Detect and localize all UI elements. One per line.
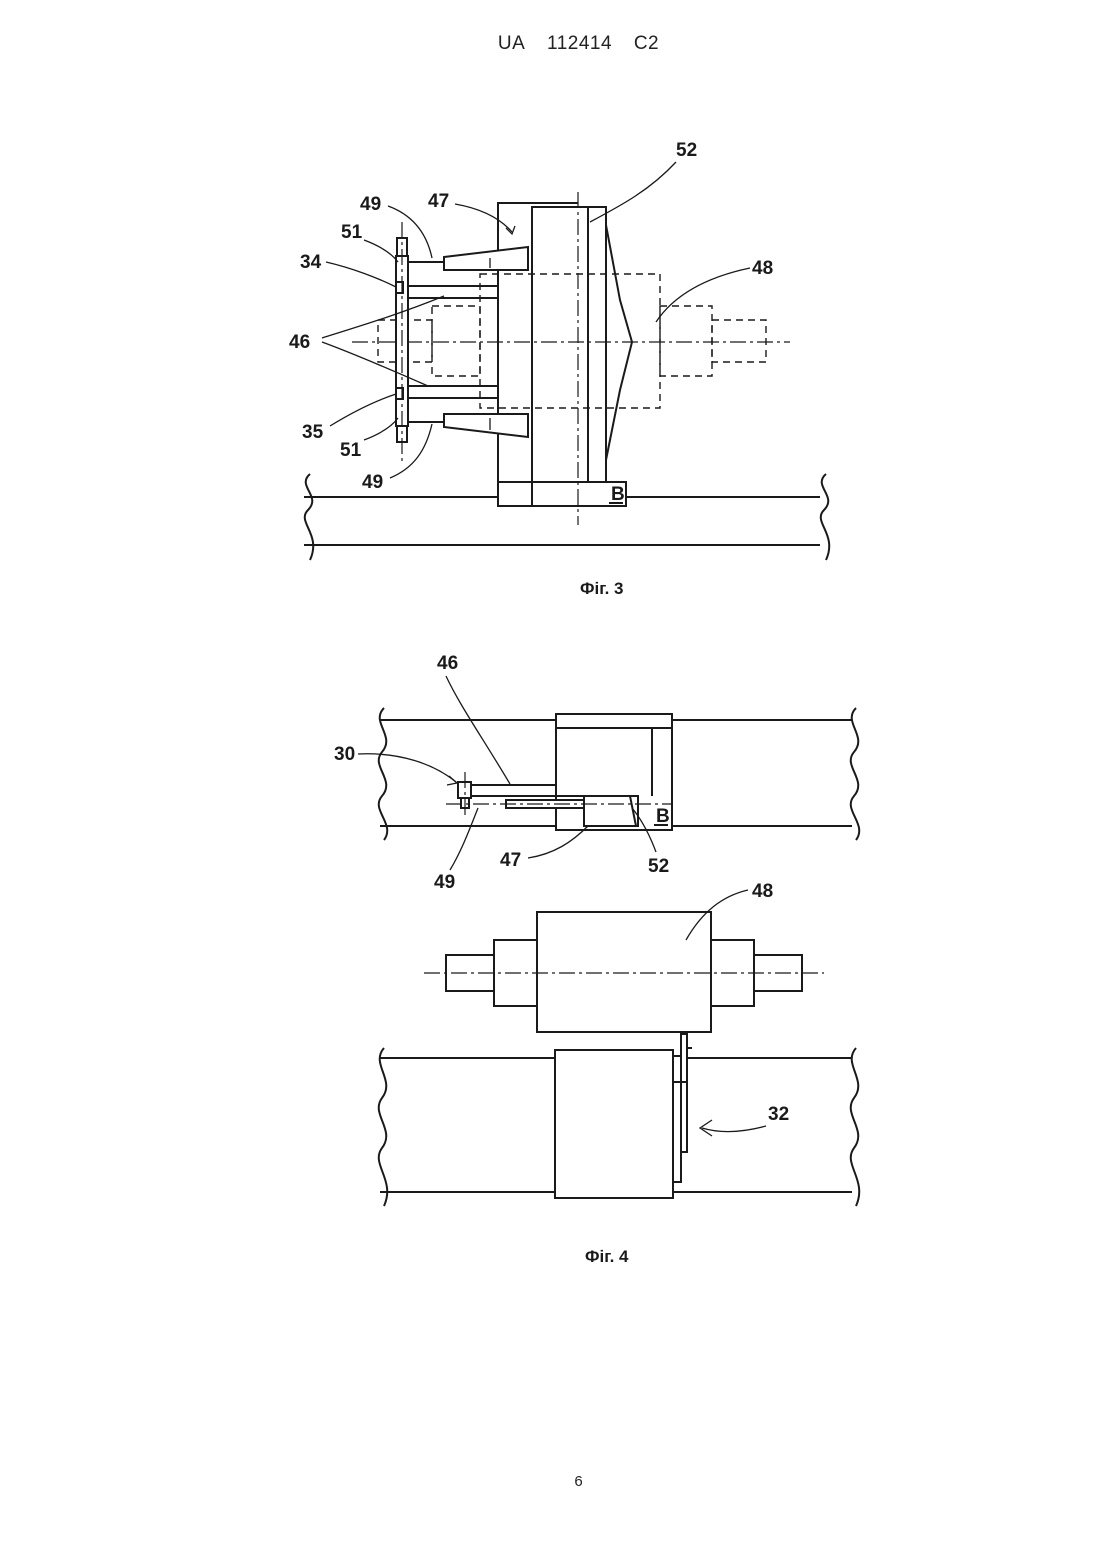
- fig3-leader-51-bottom: [364, 418, 398, 440]
- fig4-leader-46: [446, 676, 510, 784]
- fig4-label-52: 52: [648, 856, 669, 877]
- fig3-taper-arm-top: [444, 247, 528, 270]
- fig3-taper-arm-bottom: [444, 414, 528, 437]
- fig3-label-51-bottom: 51: [340, 440, 362, 461]
- fig3-label-52: 52: [676, 140, 697, 161]
- fig4-plate-32-b: [681, 1034, 687, 1152]
- fig4-rail-1-break-left: [379, 708, 388, 840]
- fig3-base: [498, 482, 626, 506]
- fig4-roll-48: [537, 912, 711, 1032]
- fig3-roll-48-shaft-right: [660, 306, 712, 376]
- fig3-leader-46-a: [322, 296, 444, 338]
- fig3-leader-48: [656, 268, 750, 322]
- fig4-leader-49: [450, 808, 478, 870]
- fig4-rail-1-break-right: [851, 708, 860, 840]
- fig4-label-32: 32: [768, 1104, 789, 1125]
- fig3-leader-35: [330, 394, 396, 426]
- fig4-leader-32: [702, 1126, 766, 1132]
- fig4-label-47: 47: [500, 850, 521, 871]
- fig3-label-49-top: 49: [360, 194, 381, 215]
- fig3-label-46: 46: [289, 332, 310, 353]
- fig4-lower-block: [555, 1050, 673, 1198]
- fig4-rail-2-break-left: [379, 1048, 388, 1206]
- fig3-disc-52: [532, 207, 606, 482]
- fig4-leader-30: [358, 754, 456, 782]
- fig3-break-left: [305, 474, 313, 560]
- page-number: 6: [0, 1473, 1101, 1490]
- fig3-leader-47: [455, 204, 512, 232]
- fig3-label-B: B: [611, 484, 625, 505]
- fig4-leader-32-arrow: [700, 1120, 712, 1136]
- fig3-label-49-bottom: 49: [362, 472, 383, 493]
- fig3-leader-46-b: [322, 342, 428, 386]
- fig3-break-right: [821, 474, 829, 560]
- fig4-plate-32-a: [673, 1056, 681, 1182]
- fig4-label-49: 49: [434, 872, 455, 893]
- fig3-leader-49-top: [388, 206, 432, 258]
- fig3-roll-48-shaft-left: [432, 306, 480, 376]
- fig3-label-35: 35: [302, 422, 324, 443]
- fig4-label-48: 48: [752, 881, 773, 902]
- fig4-rail-2-break-right: [851, 1048, 860, 1206]
- fig3-label-48: 48: [752, 258, 773, 279]
- figure-4: B: [334, 653, 859, 1266]
- fig3-leader-51-top: [364, 240, 398, 262]
- fig4-label-46: 46: [437, 653, 458, 674]
- fig4-label-30: 30: [334, 744, 355, 765]
- fig3-label-34: 34: [300, 252, 322, 273]
- fig4-label-B: B: [656, 806, 670, 827]
- fig3-label-51-top: 51: [341, 222, 363, 243]
- fig3-label-47: 47: [428, 191, 449, 212]
- fig4-rod-49: [506, 800, 584, 808]
- fig3-leader-34: [326, 262, 396, 287]
- fig3-caption: Фіг. 3: [580, 579, 624, 598]
- fig4-leader-30-arrow: [447, 776, 457, 785]
- fig4-caption: Фіг. 4: [585, 1247, 629, 1266]
- figure-3: B: [289, 140, 829, 598]
- fig3-roll-48-shaft-right-end: [712, 320, 766, 362]
